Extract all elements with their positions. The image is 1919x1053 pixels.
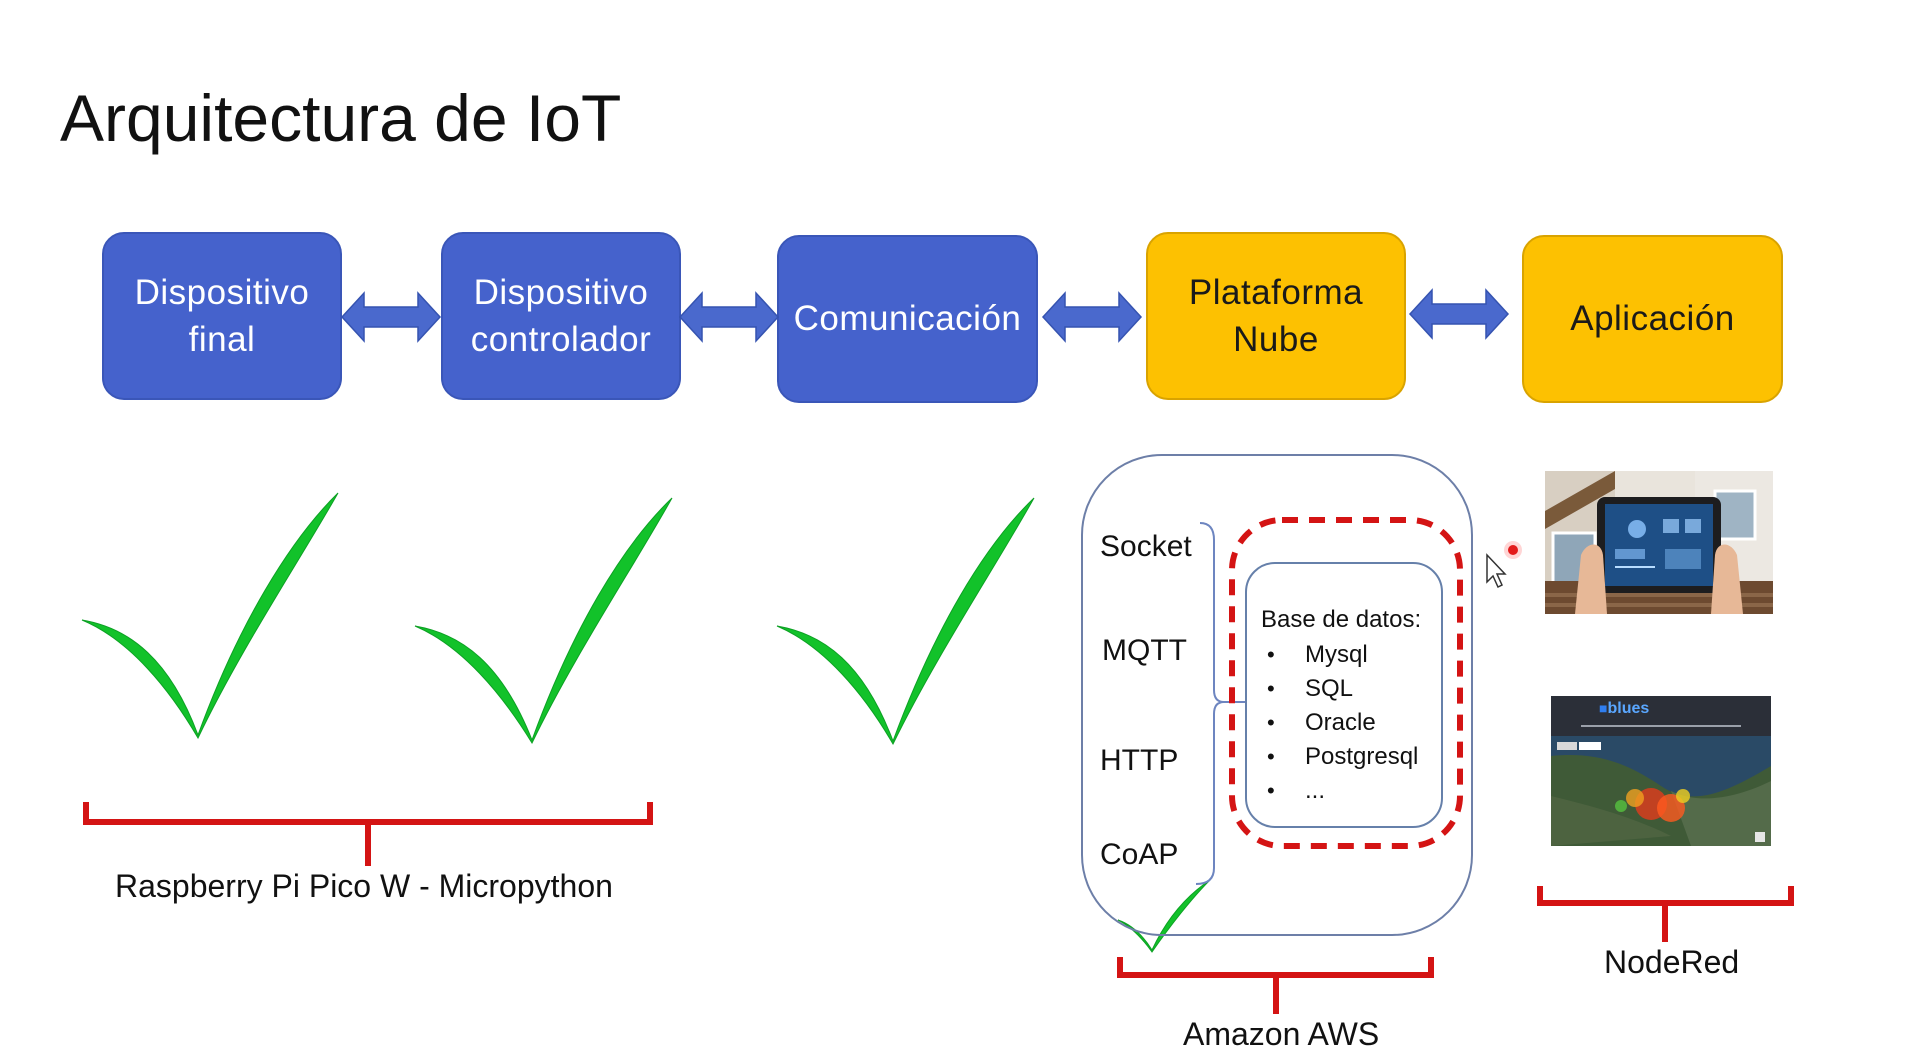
checkmark-icon xyxy=(776,497,1035,746)
database-dashed-area xyxy=(1229,517,1463,849)
protocol-brace xyxy=(1195,522,1248,885)
protocol-socket: Socket xyxy=(1100,530,1192,563)
box-label: Dispositivo controlador xyxy=(470,272,652,359)
slide-title: Arquitectura de IoT xyxy=(60,81,622,155)
box-label: Aplicación xyxy=(1570,299,1735,339)
label-amazon-aws: Amazon AWS xyxy=(1183,1016,1380,1052)
double-arrow-icon xyxy=(1042,292,1142,342)
database-item: Mysql xyxy=(1261,638,1441,672)
box-label: Comunicación xyxy=(793,299,1022,339)
box-dispositivo-final: Dispositivo final xyxy=(102,232,342,400)
double-arrow-icon xyxy=(679,292,779,342)
cloud-container xyxy=(1081,454,1473,936)
checkmark-icon xyxy=(1117,879,1211,953)
box-aplicacion: Aplicación xyxy=(1522,235,1783,403)
checkmark-icon xyxy=(414,497,673,745)
double-arrow-icon xyxy=(1409,289,1509,339)
database-item: SQL xyxy=(1261,672,1441,706)
database-box: Base de datos: Mysql SQL Oracle Postgres… xyxy=(1245,562,1443,828)
double-arrow-icon xyxy=(341,292,441,342)
map-brand-label: blues xyxy=(1599,700,1649,718)
box-label: Plataforma Nube xyxy=(1188,272,1364,359)
bracket-app xyxy=(1537,886,1794,942)
laser-pointer-icon xyxy=(1504,541,1522,559)
database-title: Base de datos: xyxy=(1261,606,1422,633)
protocol-mqtt: MQTT xyxy=(1102,634,1187,667)
bracket-cloud xyxy=(1117,957,1434,1014)
database-item: Oracle xyxy=(1261,706,1441,740)
protocol-http: HTTP xyxy=(1100,744,1179,777)
box-plataforma-nube: Plataforma Nube xyxy=(1146,232,1406,400)
box-label: Dispositivo final xyxy=(134,272,310,359)
protocol-coap: CoAP xyxy=(1100,838,1179,871)
bracket-devices xyxy=(83,802,653,866)
database-item: ... xyxy=(1261,774,1441,808)
box-dispositivo-controlador: Dispositivo controlador xyxy=(441,232,681,400)
database-item: Postgresql xyxy=(1261,740,1441,774)
checkmark-icon xyxy=(81,492,339,740)
database-list: Mysql SQL Oracle Postgresql ... xyxy=(1261,638,1441,808)
mouse-cursor-icon xyxy=(1486,553,1507,589)
label-raspberry: Raspberry Pi Pico W - Micropython xyxy=(115,868,613,904)
box-comunicacion: Comunicación xyxy=(777,235,1038,403)
label-nodered: NodeRed xyxy=(1604,944,1740,980)
smart-home-tablet-image xyxy=(1545,471,1773,614)
heatmap-map-image: blues xyxy=(1551,696,1771,846)
